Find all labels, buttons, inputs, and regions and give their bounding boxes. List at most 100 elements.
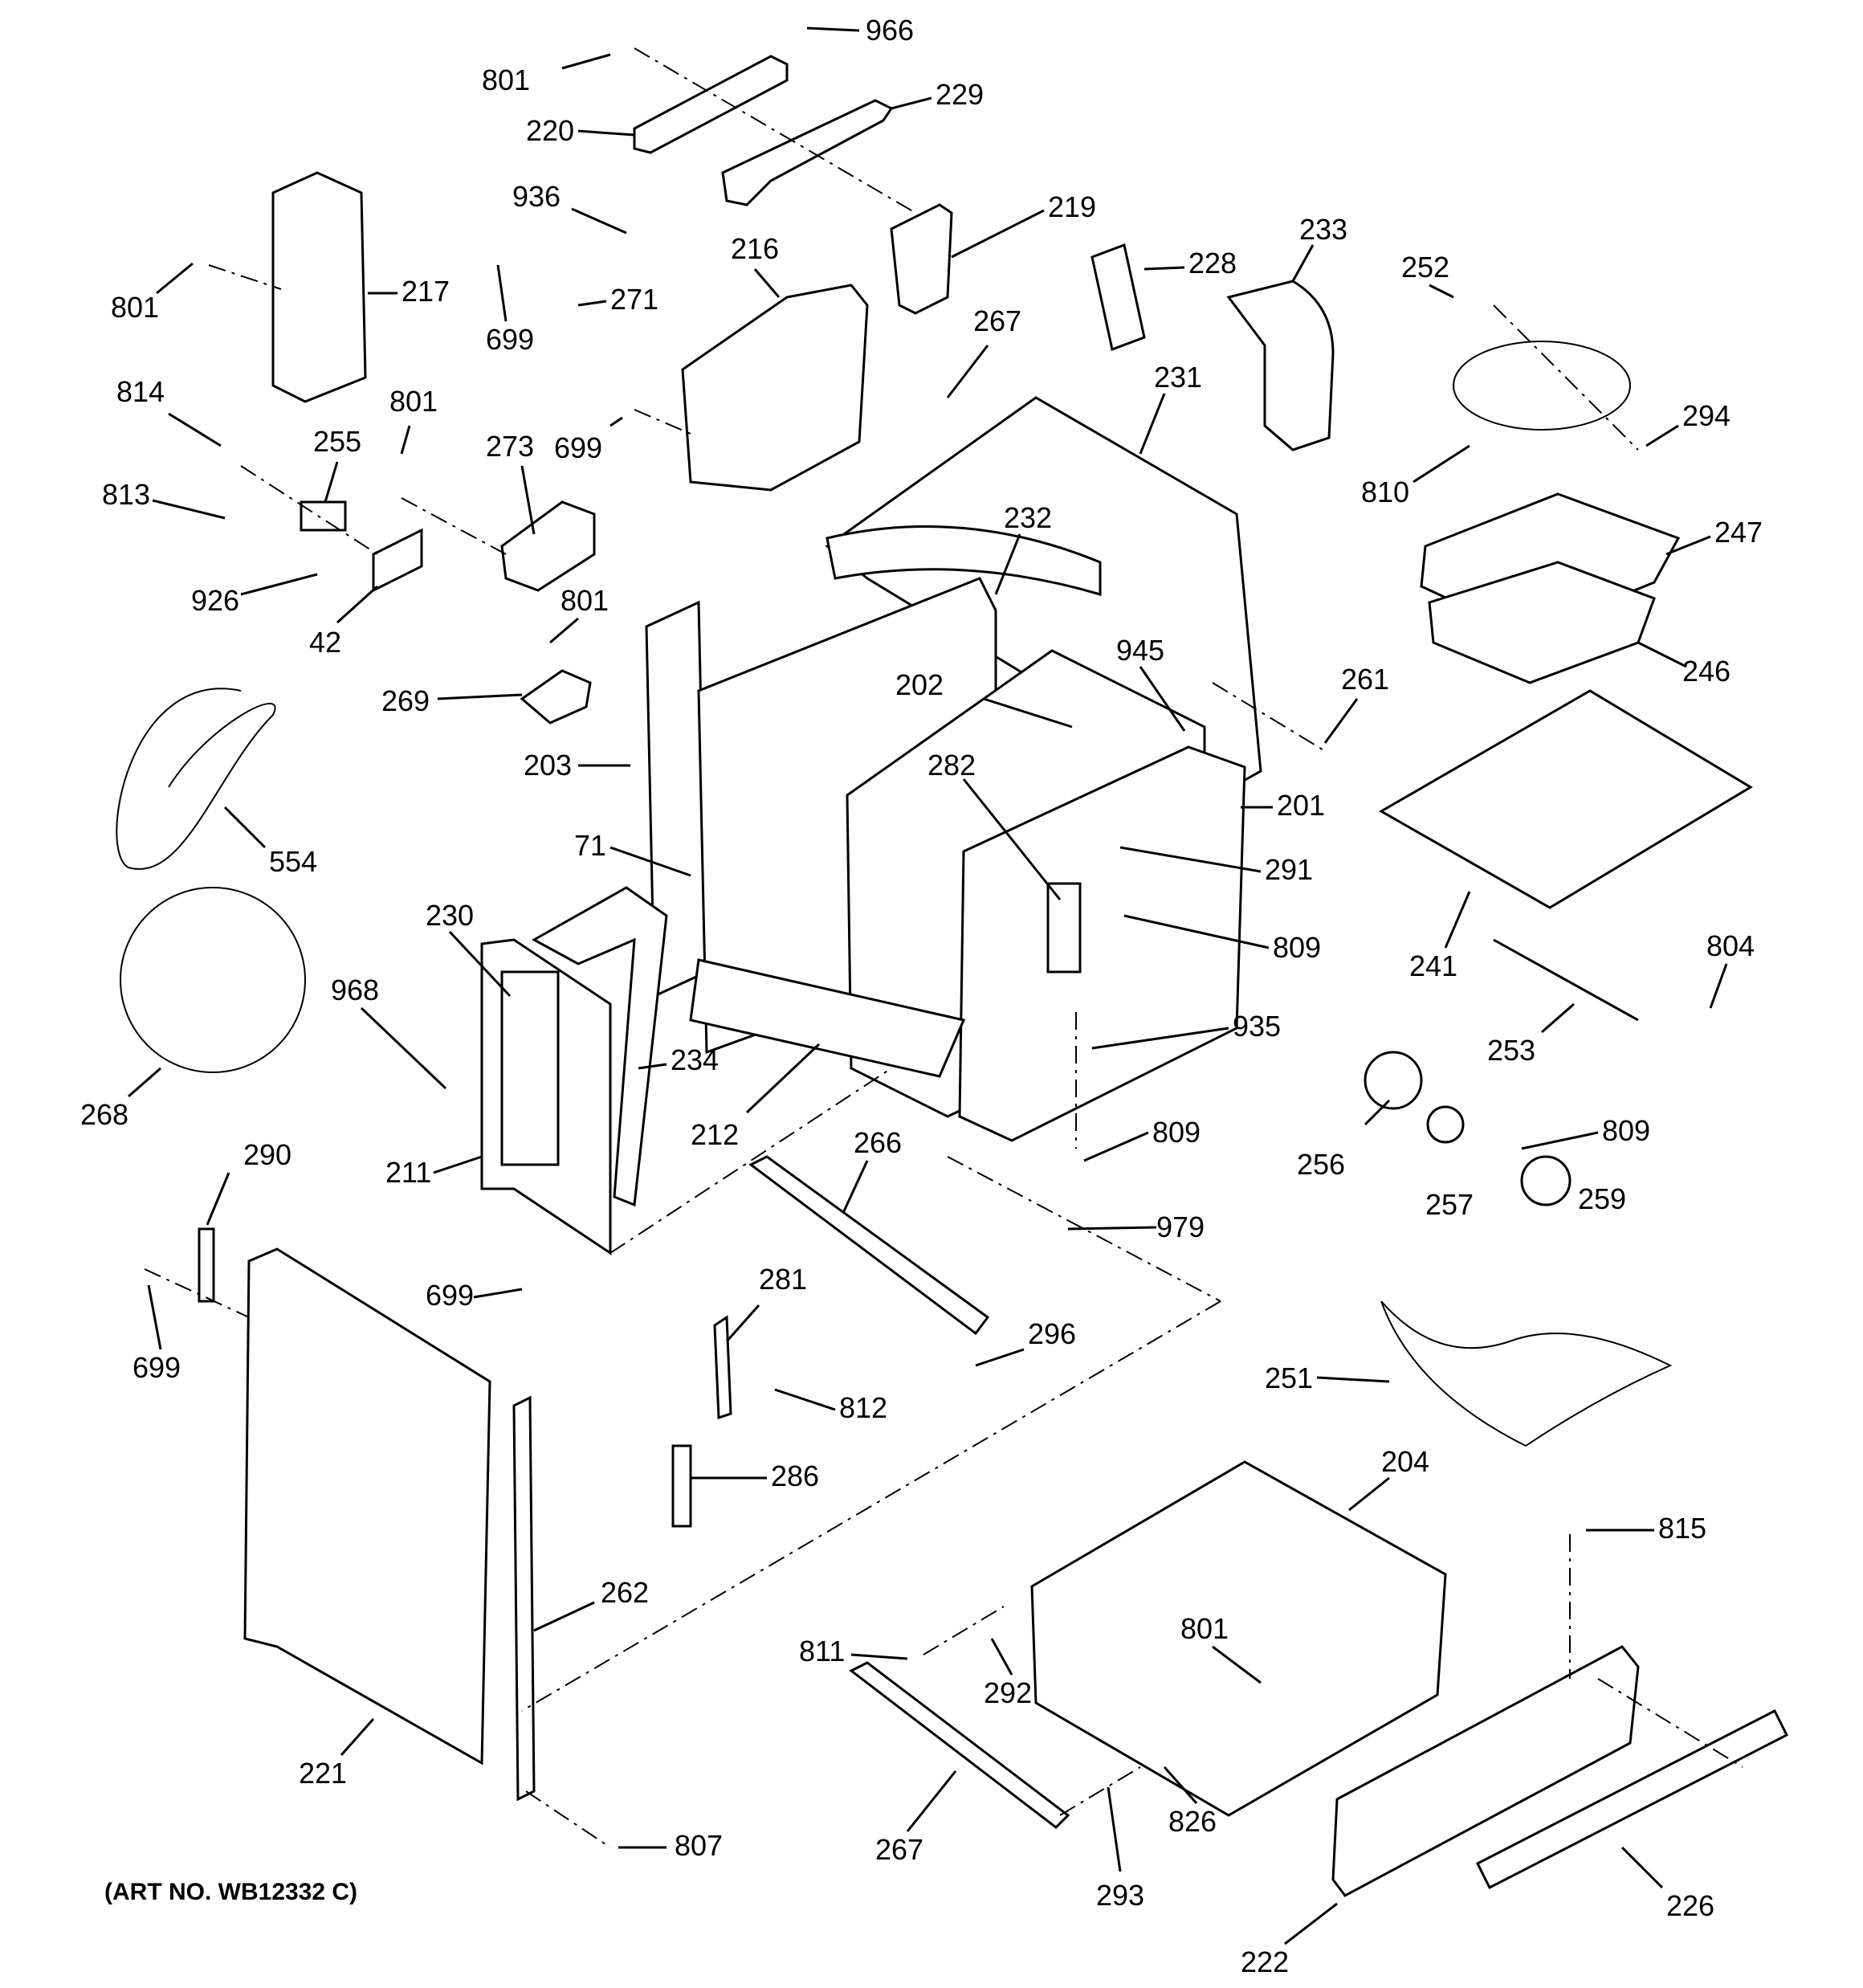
part-label-221: 221 [299,1757,347,1790]
part-label-804: 804 [1706,929,1755,962]
part-217-shape [271,171,367,403]
leader-968 [360,1006,447,1090]
leader-810 [1413,444,1470,484]
part-label-979: 979 [1156,1210,1205,1243]
part-label-281: 281 [759,1263,807,1296]
part-label-286: 286 [771,1459,819,1492]
part-229-shape [721,99,894,206]
part-282-shape [1046,882,1082,974]
part-label-255: 255 [313,425,361,458]
leader-809 [1083,1131,1149,1162]
part-label-226: 226 [1666,1889,1714,1922]
leader-219 [951,209,1045,259]
assembly-line [1597,1678,1743,1768]
part-label-296: 296 [1028,1317,1076,1350]
leader-292 [990,1638,1013,1676]
part-label-246: 246 [1682,655,1731,688]
part-241-shape [1378,689,1753,909]
part-222-shape [1331,1645,1640,1897]
leader-216 [753,268,781,298]
part-262-shape [512,1395,536,1802]
part-label-809: 809 [1273,931,1321,964]
leader-202 [983,697,1073,729]
leader-212 [745,1043,821,1114]
leader-233 [1291,244,1315,282]
assembly-line [634,47,916,214]
leader-290 [206,1172,230,1226]
leader-241 [1444,891,1471,949]
leader-220 [577,129,635,137]
part-label-801: 801 [561,584,609,617]
part-label-699: 699 [554,431,602,464]
part-label-936: 936 [512,180,561,213]
part-label-294: 294 [1682,399,1731,432]
part-label-801: 801 [389,385,438,418]
leader-291 [1119,846,1262,873]
part-label-812: 812 [839,1391,887,1424]
part-label-267: 267 [875,1833,923,1866]
part-label-699: 699 [132,1351,181,1384]
leader-42 [336,585,379,624]
assembly-line [1493,304,1639,451]
assembly-line [1059,1766,1141,1816]
part-label-211: 211 [385,1156,431,1189]
part-label-234: 234 [671,1043,719,1076]
part-label-810: 810 [1361,476,1409,508]
part-label-945: 945 [1116,634,1164,667]
part-256-shape [1364,1051,1423,1110]
leader-801 [400,425,411,455]
part-label-262: 262 [601,1576,649,1609]
part-label-259: 259 [1578,1182,1626,1215]
part-label-554: 554 [269,845,317,878]
part-label-282: 282 [927,749,976,782]
part-label-809: 809 [1152,1116,1201,1149]
part-label-204: 204 [1381,1445,1429,1478]
leader-804 [1709,963,1728,1009]
part-253-shape [1493,938,1639,1022]
part-label-203: 203 [524,749,572,782]
part-label-266: 266 [854,1126,902,1159]
assembly-line [923,1606,1005,1655]
leader-945 [1139,666,1186,732]
assembly-line [208,264,282,290]
leader-267 [946,345,989,398]
leader-230 [448,930,512,998]
part-204-shape [1030,1460,1447,1817]
assembly-line [144,1268,250,1318]
part-label-216: 216 [731,232,779,265]
assembly-line [521,1300,1221,1712]
art-number-caption: (ART NO. WB12332 C) [104,1879,357,1905]
leader-271 [577,300,607,307]
part-label-201: 201 [1277,789,1325,822]
leader-966 [806,27,860,32]
leader-811 [850,1653,908,1660]
part-label-222: 222 [1241,1945,1289,1978]
leader-247 [1665,535,1711,556]
part-label-292: 292 [984,1676,1032,1709]
part-266-shape [748,1155,990,1336]
part-228-shape [1090,243,1146,352]
leader-801 [561,53,611,70]
part-label-293: 293 [1096,1879,1144,1912]
assembly-line [634,409,691,435]
part-554-shape [116,688,276,870]
part-label-257: 257 [1425,1188,1474,1221]
leader-253 [1541,1002,1575,1034]
leader-281 [725,1304,760,1342]
part-label-807: 807 [675,1829,723,1862]
part-273-shape [500,500,596,592]
leader-246 [1637,641,1687,668]
part-label-229: 229 [936,78,984,111]
leader-814 [168,412,222,447]
assembly-line [1212,682,1326,752]
leader-255 [324,461,339,503]
part-290-shape [198,1227,215,1303]
part-label-217: 217 [402,275,450,308]
leader-232 [994,533,1021,595]
part-label-251: 251 [1265,1361,1313,1394]
part-label-273: 273 [486,430,534,463]
part-label-268: 268 [80,1098,128,1131]
leader-231 [1139,393,1166,455]
leader-812 [774,1388,836,1411]
